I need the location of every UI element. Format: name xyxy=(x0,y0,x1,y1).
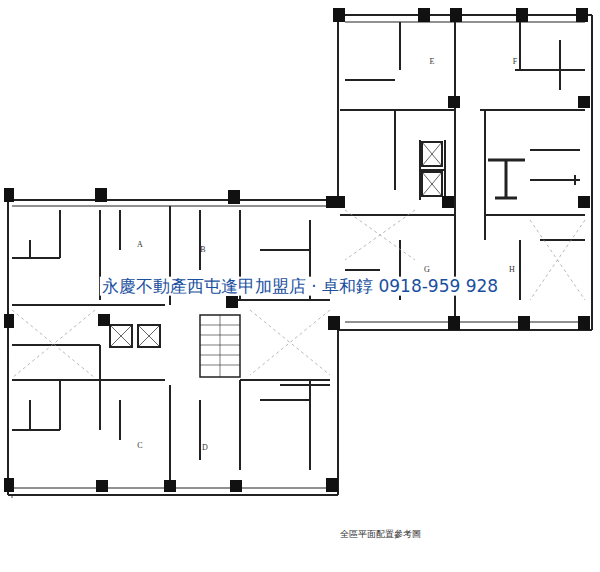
unit-letter: E xyxy=(430,58,435,67)
unit-letter: A xyxy=(137,241,143,250)
unit-letter: G xyxy=(424,266,430,275)
unit-letter: C xyxy=(137,442,142,451)
walls xyxy=(8,15,592,500)
unit-letter: D xyxy=(202,444,208,453)
balcony-lines xyxy=(12,210,585,378)
plan-caption: 全區平面配置參考圖 xyxy=(340,530,421,540)
columns xyxy=(4,8,590,492)
unit-letter: H xyxy=(509,266,515,275)
unit-letter: F xyxy=(513,58,517,67)
unit-letter: B xyxy=(200,246,205,255)
watermark: 永慶不動產西屯逢甲加盟店 · 卓和錞 0918-959 928 xyxy=(100,277,500,296)
